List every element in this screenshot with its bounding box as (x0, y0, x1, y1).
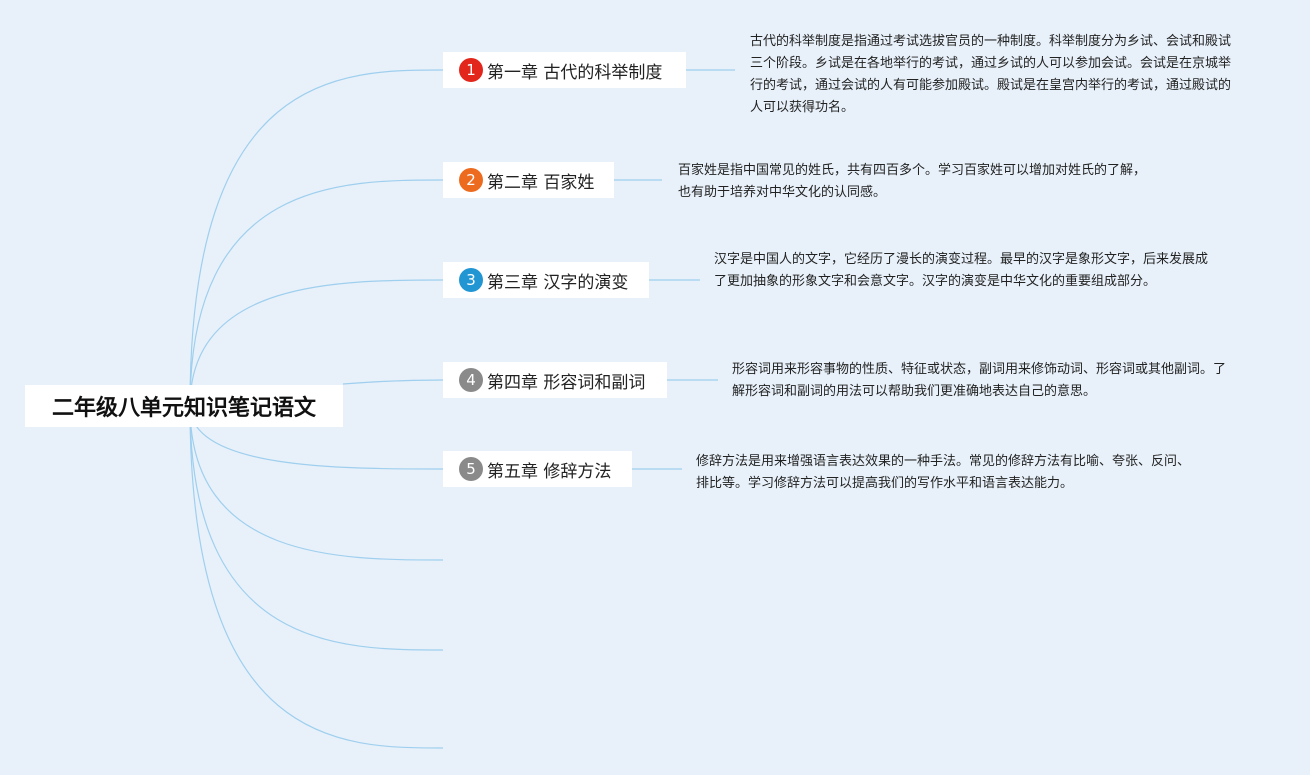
chapter-node-1[interactable]: 1 第一章 古代的科举制度 (443, 52, 686, 88)
branch-line-8 (189, 405, 444, 749)
branch-line-4 (342, 379, 444, 385)
branch-line-1 (189, 69, 444, 407)
chapter-node-4[interactable]: 4 第四章 形容词和副词 (443, 362, 667, 398)
number-badge-5: 5 (459, 457, 483, 481)
chapter-note-3: 汉字是中国人的文字，它经历了漫长的演变过程。最早的汉字是象形文字，后来发展成了更… (714, 252, 1209, 289)
chapter-note-1: 古代的科举制度是指通过考试选拔官员的一种制度。科举制度分为乡试、会试和殿试三个阶… (750, 34, 1232, 115)
number-badge-2: 2 (459, 168, 483, 192)
chapter-node-3[interactable]: 3 第三章 汉字的演变 (443, 262, 649, 298)
chapter-title: 第一章 古代的科举制度 (487, 62, 663, 83)
branch-line-5 (189, 405, 444, 470)
chapter-title: 第四章 形容词和副词 (487, 372, 646, 393)
chapter-note-4: 形容词用来形容事物的性质、特征或状态，副词用来修饰动词、形容词或其他副词。了解形… (732, 362, 1227, 399)
branch-line-3 (189, 279, 444, 407)
branch-line-7 (189, 405, 444, 651)
chapter-title: 第三章 汉字的演变 (487, 272, 629, 293)
number-badge-3: 3 (459, 268, 483, 292)
chapter-node-5[interactable]: 5 第五章 修辞方法 (443, 451, 632, 487)
root-title: 二年级八单元知识笔记语文 (51, 396, 316, 421)
chapter-node-2[interactable]: 2 第二章 百家姓 (443, 162, 614, 198)
branch-line-2 (189, 179, 444, 407)
number-badge-4: 4 (459, 368, 483, 392)
branch-line-6 (189, 405, 444, 561)
chapter-title: 第二章 百家姓 (487, 172, 595, 193)
number-badge-1: 1 (459, 58, 483, 82)
chapter-note-2: 百家姓是指中国常见的姓氏，共有四百多个。学习百家姓可以增加对姓氏的了解，也有助于… (678, 163, 1147, 200)
root-node[interactable]: 二年级八单元知识笔记语文 (25, 385, 343, 427)
chapter-title: 第五章 修辞方法 (487, 461, 612, 482)
chapter-note-5: 修辞方法是用来增强语言表达效果的一种手法。常见的修辞方法有比喻、夸张、反问、排比… (696, 454, 1191, 491)
